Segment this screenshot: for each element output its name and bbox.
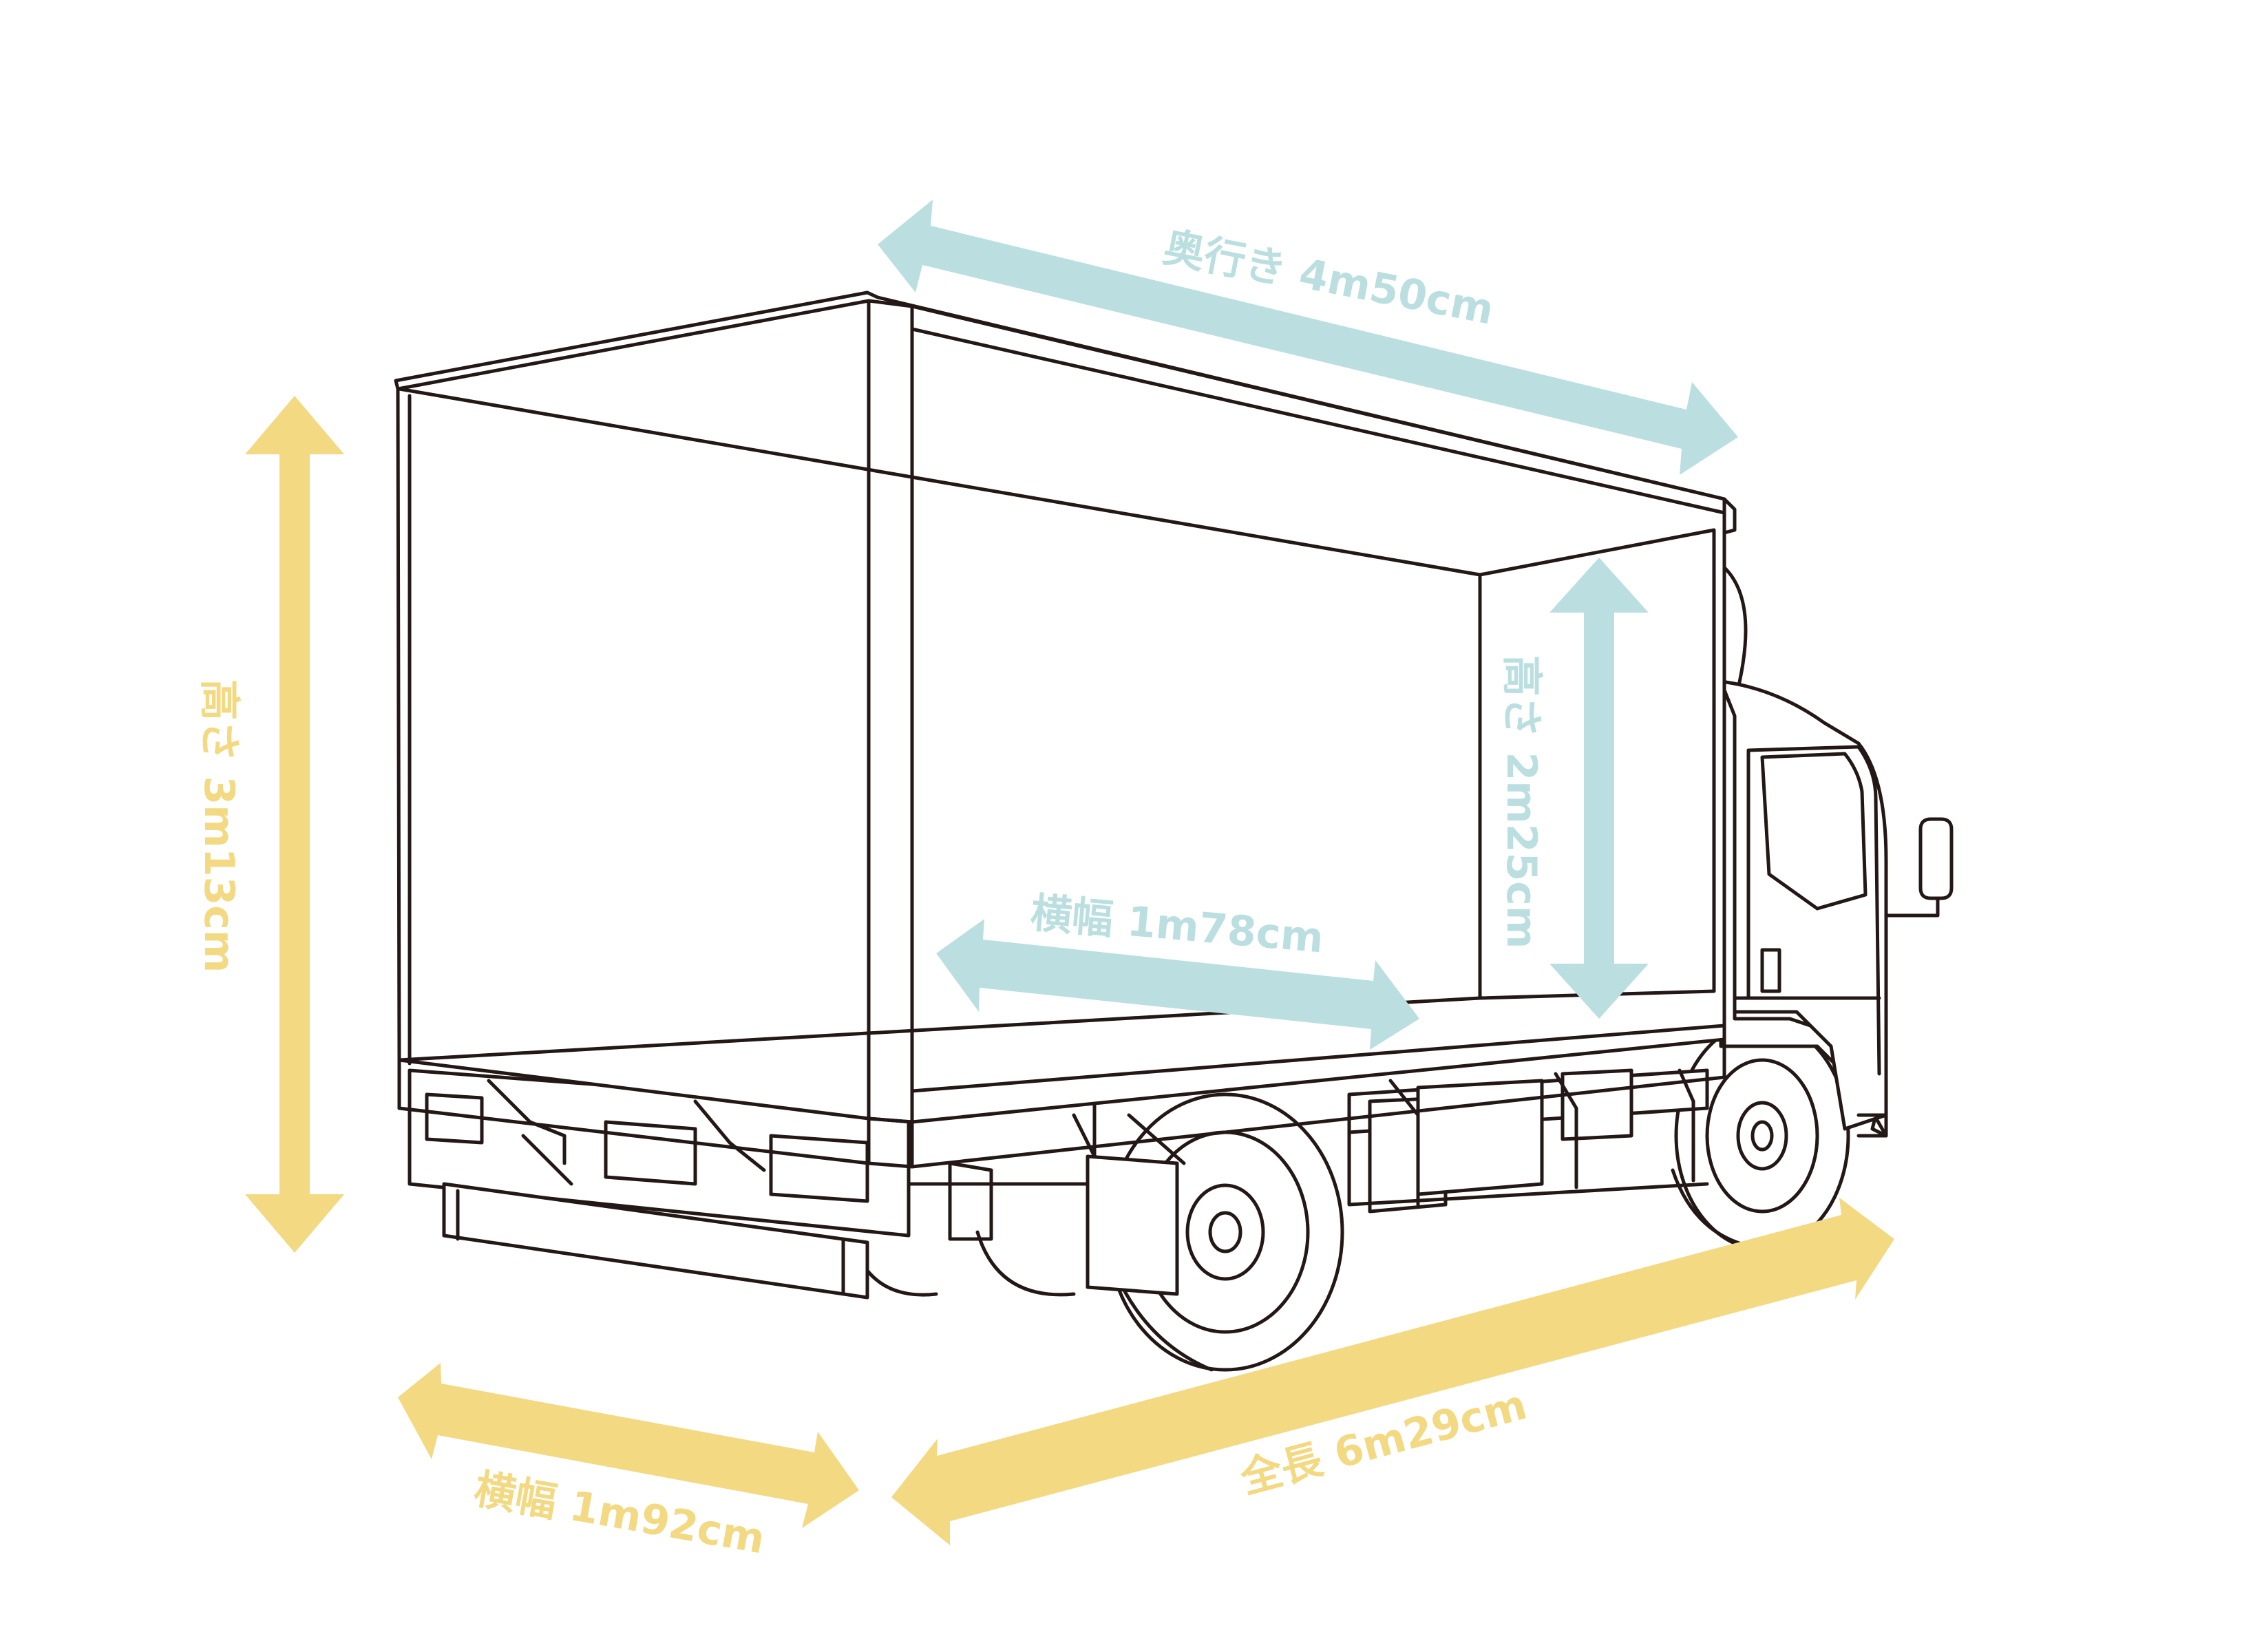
interior-height-label: 高さ 2m25cm <box>1497 655 1545 949</box>
exterior-height-arrow-shape <box>245 396 344 1253</box>
front-wheel <box>1671 1020 1850 1251</box>
mudguard <box>1086 1154 1179 1296</box>
rear-underbody <box>408 1068 993 1241</box>
interior-height-arrow-shape <box>1549 558 1649 1019</box>
truck-illustration <box>394 290 1954 1372</box>
rear-bumper <box>442 1182 869 1300</box>
interior-height-arrow: 高さ 2m25cm <box>1497 558 1649 1019</box>
interior-width-arrow-shape <box>936 919 1419 1050</box>
cargo-box <box>394 290 1737 1169</box>
interior-depth-arrow-shape <box>878 200 1738 475</box>
exterior-height-arrow: 高さ 3m13cm <box>195 396 344 1253</box>
exterior-length-arrow-shape <box>891 1198 1894 1545</box>
exterior-width-arrow-shape <box>398 1363 859 1528</box>
exterior-height-label: 高さ 3m13cm <box>195 679 243 973</box>
exterior-width-arrow: 横幅 1m92cm <box>398 1363 859 1564</box>
truck-cab <box>1719 562 1954 1138</box>
exterior-length-arrow: 全長 6m29cm <box>891 1198 1894 1545</box>
